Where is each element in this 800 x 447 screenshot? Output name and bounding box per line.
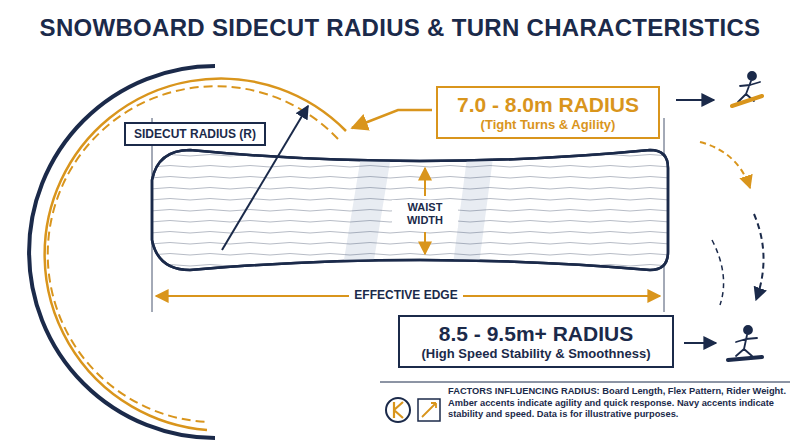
turn-path: [754, 214, 764, 300]
pointer-arrow: [352, 110, 432, 128]
radius-note: (Tight Turns & Agility): [448, 117, 648, 133]
footer-rule: [380, 382, 790, 383]
callout-box: SIDECUT RADIUS (R): [124, 122, 266, 146]
radius-range: 8.5 - 9.5m+ RADIUS: [408, 321, 664, 346]
wood-grain: [150, 150, 670, 272]
dimension-label: WAIST WIDTH: [392, 200, 458, 227]
rider-arrow: [684, 342, 716, 344]
radius-range: 7.0 - 8.0m RADIUS: [448, 92, 648, 117]
title: SNOWBOARD SIDECUT RADIUS & TURN CHARACTE…: [40, 14, 761, 42]
radius-label: SIDECUT RADIUS (R): [134, 127, 256, 141]
snowboarder-icon: [732, 72, 762, 106]
range-box: 8.5 - 9.5m+ RADIUS(High Speed Stability …: [398, 315, 674, 368]
rider-arrow: [676, 99, 714, 101]
snowboarder-icon: [728, 326, 762, 360]
snowboard: [152, 150, 668, 270]
dimension-label: EFFECTIVE EDGE: [349, 288, 462, 304]
footer-note: FACTORS INFLUENCING RADIUS: Board Length…: [448, 386, 790, 421]
waist-arrow: [424, 168, 426, 196]
grain-line: [150, 254, 670, 256]
grain-line: [150, 166, 670, 168]
grain-line: [150, 177, 670, 179]
grain-line: [150, 188, 670, 190]
turn-path: [700, 142, 750, 188]
footer-icon: [386, 398, 440, 422]
grain-line: [150, 232, 670, 234]
grain-line: [150, 243, 670, 245]
waist-arrow: [424, 232, 426, 254]
radius-note: (High Speed Stability & Smoothness): [408, 346, 664, 362]
turn-path: [712, 240, 724, 305]
board-outline: [152, 150, 668, 270]
range-box: 7.0 - 8.0m RADIUS(Tight Turns & Agility): [436, 86, 660, 139]
